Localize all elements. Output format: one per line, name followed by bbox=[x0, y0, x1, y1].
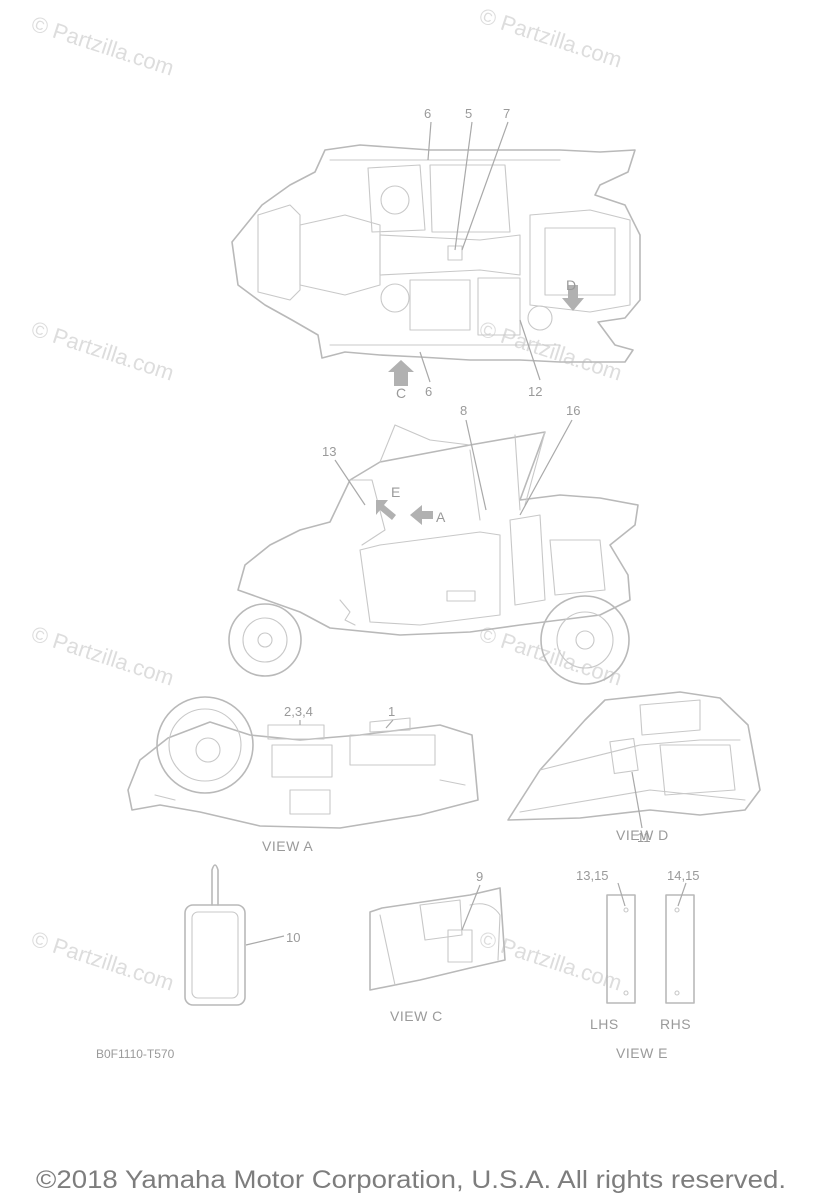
view-letter-e: E bbox=[391, 484, 401, 500]
view-e-label: VIEW E bbox=[616, 1045, 668, 1061]
view-d-arrow bbox=[562, 285, 584, 311]
watermark: © Partzilla.com bbox=[28, 926, 177, 996]
lhs-label: LHS bbox=[590, 1016, 619, 1032]
callout-11: 11 bbox=[637, 830, 651, 845]
watermark: © Partzilla.com bbox=[476, 316, 625, 386]
callout-8: 8 bbox=[460, 403, 467, 418]
view-letter-d: D bbox=[566, 277, 577, 293]
diagram-code: B0F1110-T570 bbox=[96, 1047, 175, 1061]
watermarks: © Partzilla.com © Partzilla.com © Partzi… bbox=[28, 3, 625, 996]
vehicle-top-view bbox=[231, 144, 641, 363]
view-e-pillars bbox=[606, 894, 695, 1004]
watermark: © Partzilla.com bbox=[28, 621, 177, 691]
callout-7: 7 bbox=[503, 106, 510, 121]
callout-13-15: 13,15 bbox=[576, 868, 609, 883]
tag-label bbox=[184, 864, 246, 1006]
view-letter-c: C bbox=[396, 385, 407, 401]
copyright: ©2018 Yamaha Motor Corporation, U.S.A. A… bbox=[36, 1166, 786, 1194]
watermark: © Partzilla.com bbox=[476, 3, 625, 73]
view-c-arrow bbox=[388, 360, 414, 386]
callout-16: 16 bbox=[566, 403, 580, 418]
callout-1: 1 bbox=[388, 704, 395, 719]
view-c-label: VIEW C bbox=[390, 1008, 443, 1024]
view-a-arrow bbox=[410, 505, 433, 525]
view-d-rear-panel bbox=[507, 691, 761, 821]
view-e-arrow bbox=[376, 500, 396, 520]
callout-6-bottom: 6 bbox=[425, 384, 432, 399]
rhs-label: RHS bbox=[660, 1016, 691, 1032]
callout-5: 5 bbox=[465, 106, 472, 121]
callout-6-top: 6 bbox=[424, 106, 431, 121]
view-c-side-panel bbox=[369, 887, 506, 991]
callout-10: 10 bbox=[286, 930, 300, 945]
callout-2-3-4: 2,3,4 bbox=[284, 704, 313, 719]
callout-12: 12 bbox=[528, 384, 542, 399]
view-d-label: VIEW D bbox=[616, 827, 669, 843]
view-a-label: VIEW A bbox=[262, 838, 313, 854]
view-letter-a: A bbox=[436, 509, 446, 525]
callout-14-15: 14,15 bbox=[667, 868, 700, 883]
callout-9: 9 bbox=[476, 869, 483, 884]
callout-13: 13 bbox=[322, 444, 336, 459]
vehicle-side-view bbox=[228, 424, 639, 685]
view-a-dashboard bbox=[127, 696, 479, 829]
watermark: © Partzilla.com bbox=[28, 316, 177, 386]
watermark: © Partzilla.com bbox=[28, 11, 177, 81]
